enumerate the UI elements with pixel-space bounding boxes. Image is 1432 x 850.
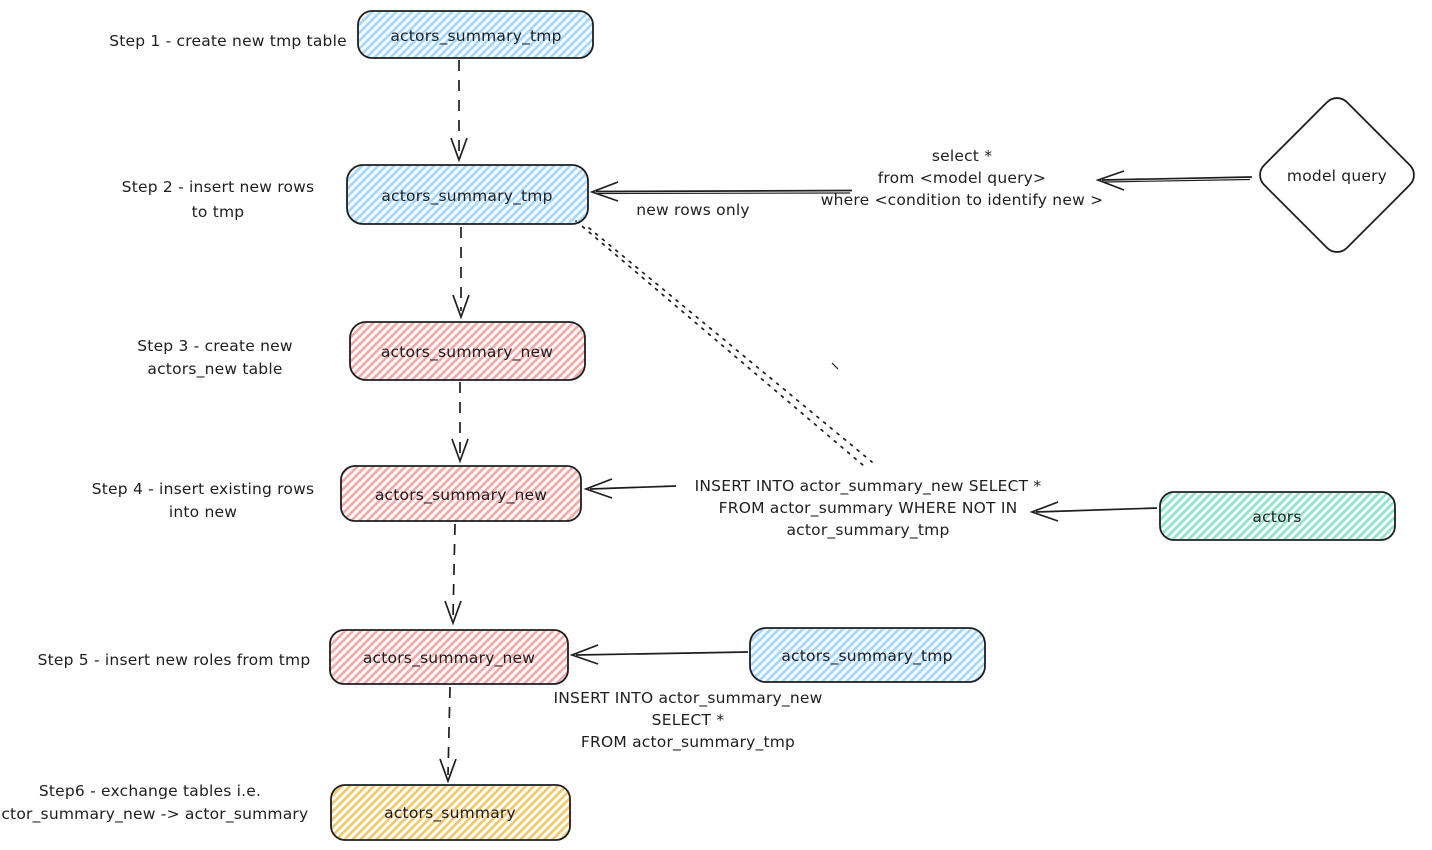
node-actors-summary-tmp-step1: [357, 10, 594, 59]
node-label-tmp-step1: actors_summary_tmp: [390, 27, 561, 46]
insert-from-tmp-sql-line1: INSERT INTO actor_summary_new: [553, 689, 822, 708]
arrow-tmp-to-new-step5: [575, 651, 749, 656]
node-actors-summary-new-step4: [340, 465, 582, 522]
model-query-sql-line3: where <condition to identify new >: [821, 191, 1104, 209]
step1-label: Step 1 - create new tmp table: [109, 32, 347, 50]
nodes: actors_summary_tmp actors_summary_tmp ac…: [329, 10, 1415, 841]
node-actors-summary-tmp-step2: [346, 164, 589, 225]
node-label-actors-source: actors: [1252, 508, 1301, 526]
arrow-diamond-to-query: [1101, 176, 1253, 181]
arrow-query-to-tmp: [595, 189, 853, 193]
arrowhead-diamond-to-query: [1095, 170, 1125, 191]
arrowhead-step5-to-step6: [439, 758, 457, 784]
new-rows-only-label: new rows only: [636, 201, 750, 219]
arrowhead-actors-to-insert: [1029, 501, 1059, 522]
model-query-sql-line2: from <model query>: [878, 169, 1047, 187]
step3-label-line2: actors_new table: [147, 360, 282, 379]
arrowhead-tmp-to-new-step5: [569, 644, 599, 665]
arrow-diamond-to-query-doubling: [1103, 178, 1251, 183]
node-label-tmp-source: actors_summary_tmp: [781, 647, 952, 666]
insert-from-tmp-sql-line3: FROM actor_summary_tmp: [581, 733, 795, 752]
arrow-actors-to-insert: [1035, 507, 1158, 513]
annotations: select * from <model query> where <condi…: [553, 147, 1103, 752]
arrowhead-step1-to-step2: [450, 137, 468, 163]
node-label-summary-step6: actors_summary: [384, 804, 516, 823]
node-label-new-step5: actors_summary_new: [363, 649, 535, 668]
node-actors-summary-new-step5: [329, 629, 569, 685]
node-label-new-step4: actors_summary_new: [375, 486, 547, 505]
node-actors-summary-step6: [330, 784, 571, 841]
step5-label: Step 5 - insert new roles from tmp: [38, 651, 311, 669]
arrowhead-query-to-tmp: [589, 181, 619, 202]
step4-label-line1: Step 4 - insert existing rows: [92, 480, 315, 498]
dotted-line-tmp-to-insert-2: [588, 227, 873, 463]
dotted-line-tmp-to-insert-1: [575, 220, 865, 467]
insert-from-tmp-sql-line2: SELECT *: [652, 711, 725, 729]
node-model-query-diamond: [1259, 97, 1415, 253]
arrow-insert-to-new: [589, 485, 677, 490]
arrowhead-insert-to-new: [583, 478, 613, 499]
arrowhead-step2-to-step3: [452, 294, 470, 320]
step2-label-line2: to tmp: [192, 203, 245, 221]
step3-label-line1: Step 3 - create new: [137, 337, 293, 355]
arrowhead-step3-to-step4: [451, 438, 469, 464]
arrow-step4-to-step5: [452, 523, 456, 618]
stray-mark: [831, 362, 839, 370]
insert-not-in-sql-line1: INSERT INTO actor_summary_new SELECT *: [695, 477, 1042, 496]
insert-not-in-sql-line2: FROM actor_summary WHERE NOT IN: [719, 499, 1018, 518]
model-query-sql-line1: select *: [932, 147, 992, 165]
node-actors-summary-new-step3: [349, 321, 586, 381]
step4-label-line2: into new: [169, 503, 237, 521]
arrow-query-to-tmp-doubling: [597, 192, 851, 195]
step6-label-line1: Step6 - exchange tables i.e.: [39, 782, 261, 800]
edges: [439, 60, 1253, 784]
step2-label-line1: Step 2 - insert new rows: [122, 178, 315, 196]
node-label-tmp-step2: actors_summary_tmp: [381, 187, 552, 206]
node-actors-source: [1159, 491, 1396, 541]
node-label-model-query: model query: [1287, 167, 1387, 185]
arrowhead-step4-to-step5: [444, 600, 462, 626]
node-label-new-step3: actors_summary_new: [381, 343, 553, 362]
node-actors-summary-tmp-source: [749, 627, 986, 683]
insert-not-in-sql-line3: actor_summary_tmp: [786, 521, 949, 540]
step-labels: Step 1 - create new tmp table Step 2 - i…: [0, 32, 347, 824]
arrow-step5-to-step6: [447, 686, 451, 776]
step6-label-line2: actor_summary_new -> actor_summary: [0, 805, 308, 824]
